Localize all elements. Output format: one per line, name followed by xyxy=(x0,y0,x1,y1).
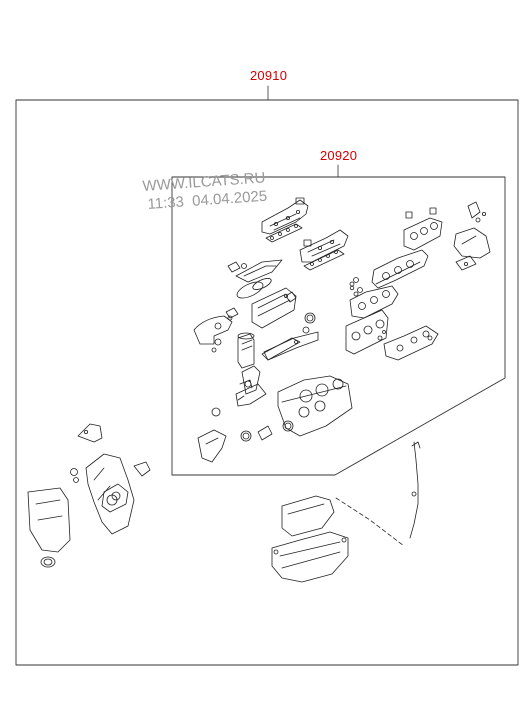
valve-cover-gasket-long xyxy=(263,331,319,361)
timing-cover-gasket-small xyxy=(77,423,103,443)
part-number-inner-kit[interactable]: 20920 xyxy=(320,148,358,163)
small-seal-cluster-left xyxy=(227,259,283,283)
bracket-small-top xyxy=(285,291,297,303)
oil-pan-gasket-upper xyxy=(281,495,335,537)
cylinder-head-gasket-center xyxy=(349,281,399,319)
camshaft-seal-small xyxy=(70,468,79,483)
intake-gasket-strip-2 xyxy=(303,249,345,271)
o-ring-set-lower xyxy=(211,407,294,442)
head-gasket-lower xyxy=(345,309,389,355)
plug-seal-pair xyxy=(349,277,363,293)
small-gasket-right-ring xyxy=(427,335,433,341)
oil-filter-cylinder xyxy=(237,332,255,369)
cylinder-head-gasket-right-2 xyxy=(371,249,429,289)
dipstick-gasket xyxy=(409,441,421,539)
valve-cover-gasket-2 xyxy=(299,229,349,263)
intake-gasket-strip-1 xyxy=(265,223,303,243)
small-bracket-left xyxy=(225,307,239,319)
small-gasket-top-right xyxy=(455,255,477,271)
small-brace-right-outer xyxy=(133,461,151,477)
cylinder-head-gasket-right-top xyxy=(403,207,443,251)
oval-gasket-ring xyxy=(236,278,272,299)
dipstick-leader xyxy=(335,497,405,547)
exhaust-manifold-gasket-left xyxy=(251,287,297,329)
gasket-ring-left xyxy=(211,338,222,353)
water-outlet-gasket xyxy=(197,429,227,463)
engine-block-gasket xyxy=(277,375,353,437)
timing-cover-seal-top-right xyxy=(453,201,491,259)
round-seal-mid xyxy=(302,312,316,334)
crank-seal-bracket xyxy=(101,483,129,513)
front-crank-seal xyxy=(40,556,56,568)
oil-pan-gasket-lower xyxy=(271,531,349,583)
throttle-body-gasket xyxy=(193,315,233,345)
timing-cover-gasket-large xyxy=(85,453,135,535)
dipstick-tube-body xyxy=(239,365,261,395)
valve-cover-gasket-top xyxy=(261,197,309,235)
inner-kit-frame xyxy=(171,176,506,476)
exhaust-manifold-gasket-right xyxy=(377,325,439,361)
part-number-outer-kit[interactable]: 20910 xyxy=(250,68,288,83)
outer-kit-frame xyxy=(15,99,519,666)
oil-cooler-bracket xyxy=(235,383,267,407)
timing-cover-gasket-lower-left xyxy=(27,487,71,553)
gasket-strip-mid xyxy=(261,337,301,361)
